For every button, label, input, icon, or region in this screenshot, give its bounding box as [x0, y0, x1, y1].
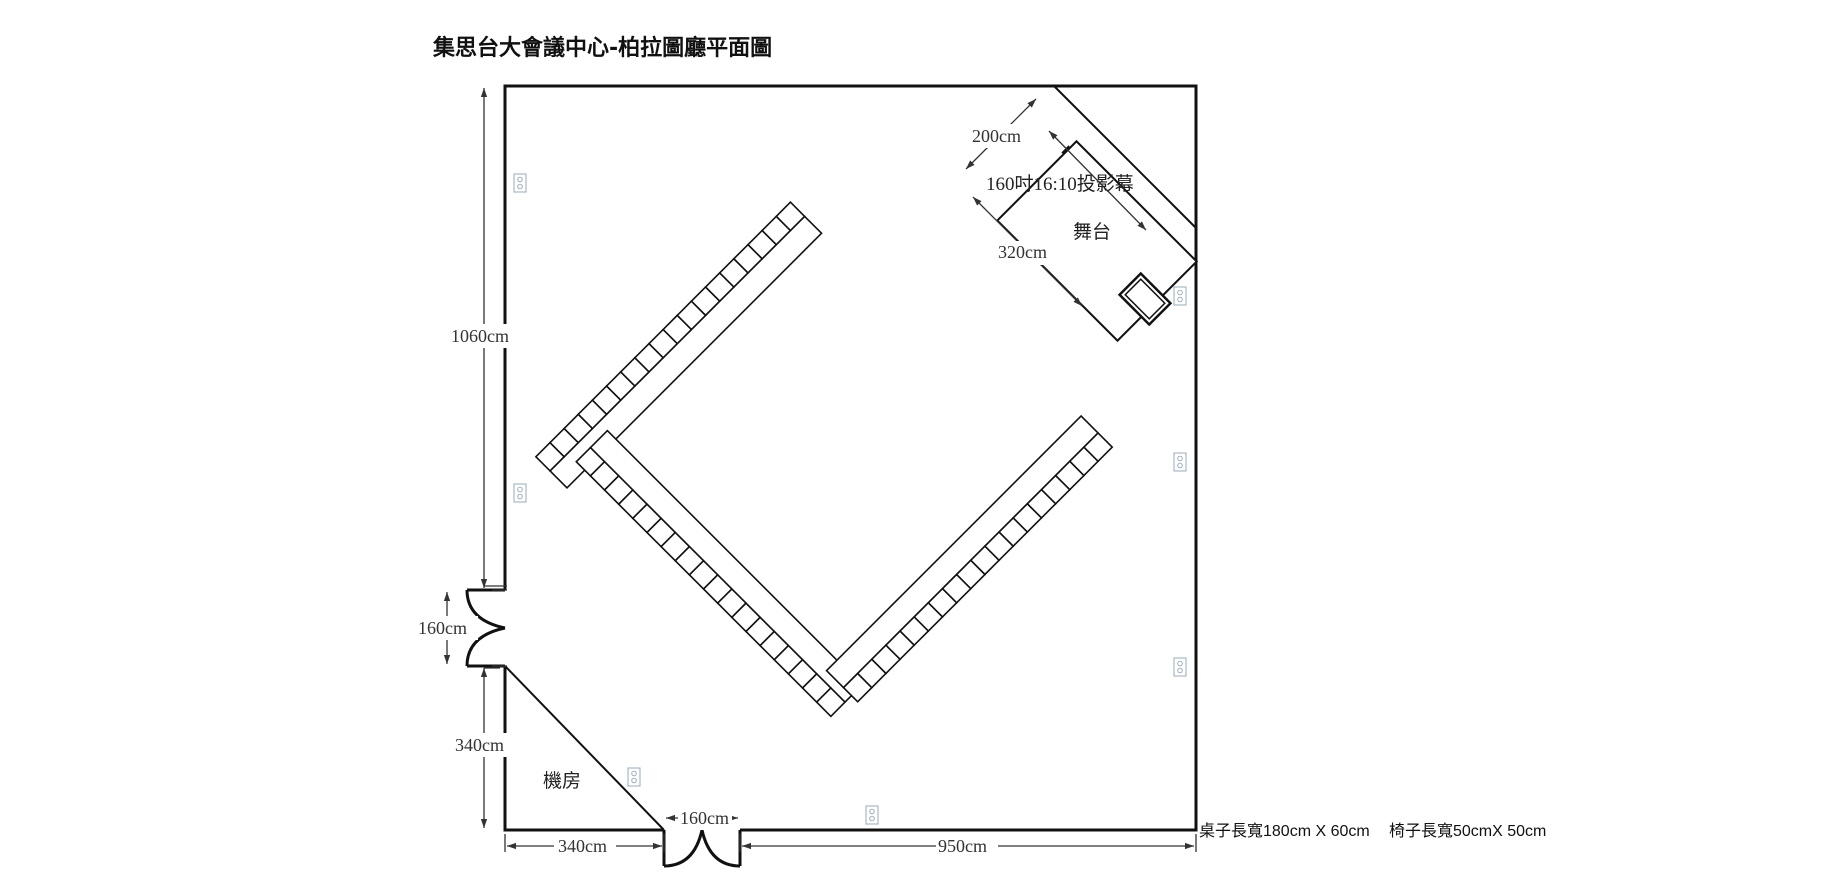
dim-bottom-right: 950cm: [938, 836, 987, 856]
room-walls: [503, 84, 1198, 832]
seating-upper-left: [534, 201, 823, 489]
podium: [1117, 271, 1173, 327]
machine-room-wall: [504, 665, 665, 831]
outlet-icon: [513, 173, 527, 193]
seating-lower-right: [825, 414, 1114, 703]
page-title: 集思台大會議中心-柏拉圖廳平面圖: [433, 36, 773, 61]
legend: 桌子長寬180cm X 60cm 椅子長寬50cmX 50cm: [1199, 822, 1546, 840]
outlet-icon: [513, 483, 527, 503]
dim-stage-width: 320cm: [998, 242, 1047, 262]
dim-stage-depth: 200cm: [972, 126, 1021, 146]
bottom-door: [662, 829, 742, 868]
dim-bottom-left: 340cm: [558, 836, 607, 856]
dim-left-door: 160cm: [418, 618, 467, 638]
chair: [815, 686, 847, 718]
legend-chair: 椅子長寬50cmX 50cm: [1389, 822, 1546, 840]
seating-lower-left: [575, 429, 864, 718]
outlet-icon: [865, 805, 879, 825]
table: [589, 429, 864, 704]
chair: [775, 201, 806, 232]
table: [825, 414, 1100, 689]
outlet-icon: [627, 767, 641, 787]
dim-bottom-door: 160cm: [680, 808, 729, 828]
outlet-icon: [1173, 452, 1187, 472]
stage-label: 舞台: [1073, 221, 1111, 243]
outlet-icon: [1173, 657, 1187, 677]
legend-table: 桌子長寬180cm X 60cm: [1199, 822, 1370, 840]
dim-left-wall: 1060cm: [451, 326, 509, 346]
outlet-icon: [1173, 286, 1187, 306]
dim-left-lower: 340cm: [455, 735, 504, 755]
screen-label: 160吋16:10投影幕: [986, 173, 1134, 195]
machine-room-label: 機房: [543, 770, 581, 792]
chair: [1082, 431, 1114, 463]
dimension-labels: 1060cm 160cm 340cm 340cm 160cm 950cm 200…: [416, 124, 1056, 858]
